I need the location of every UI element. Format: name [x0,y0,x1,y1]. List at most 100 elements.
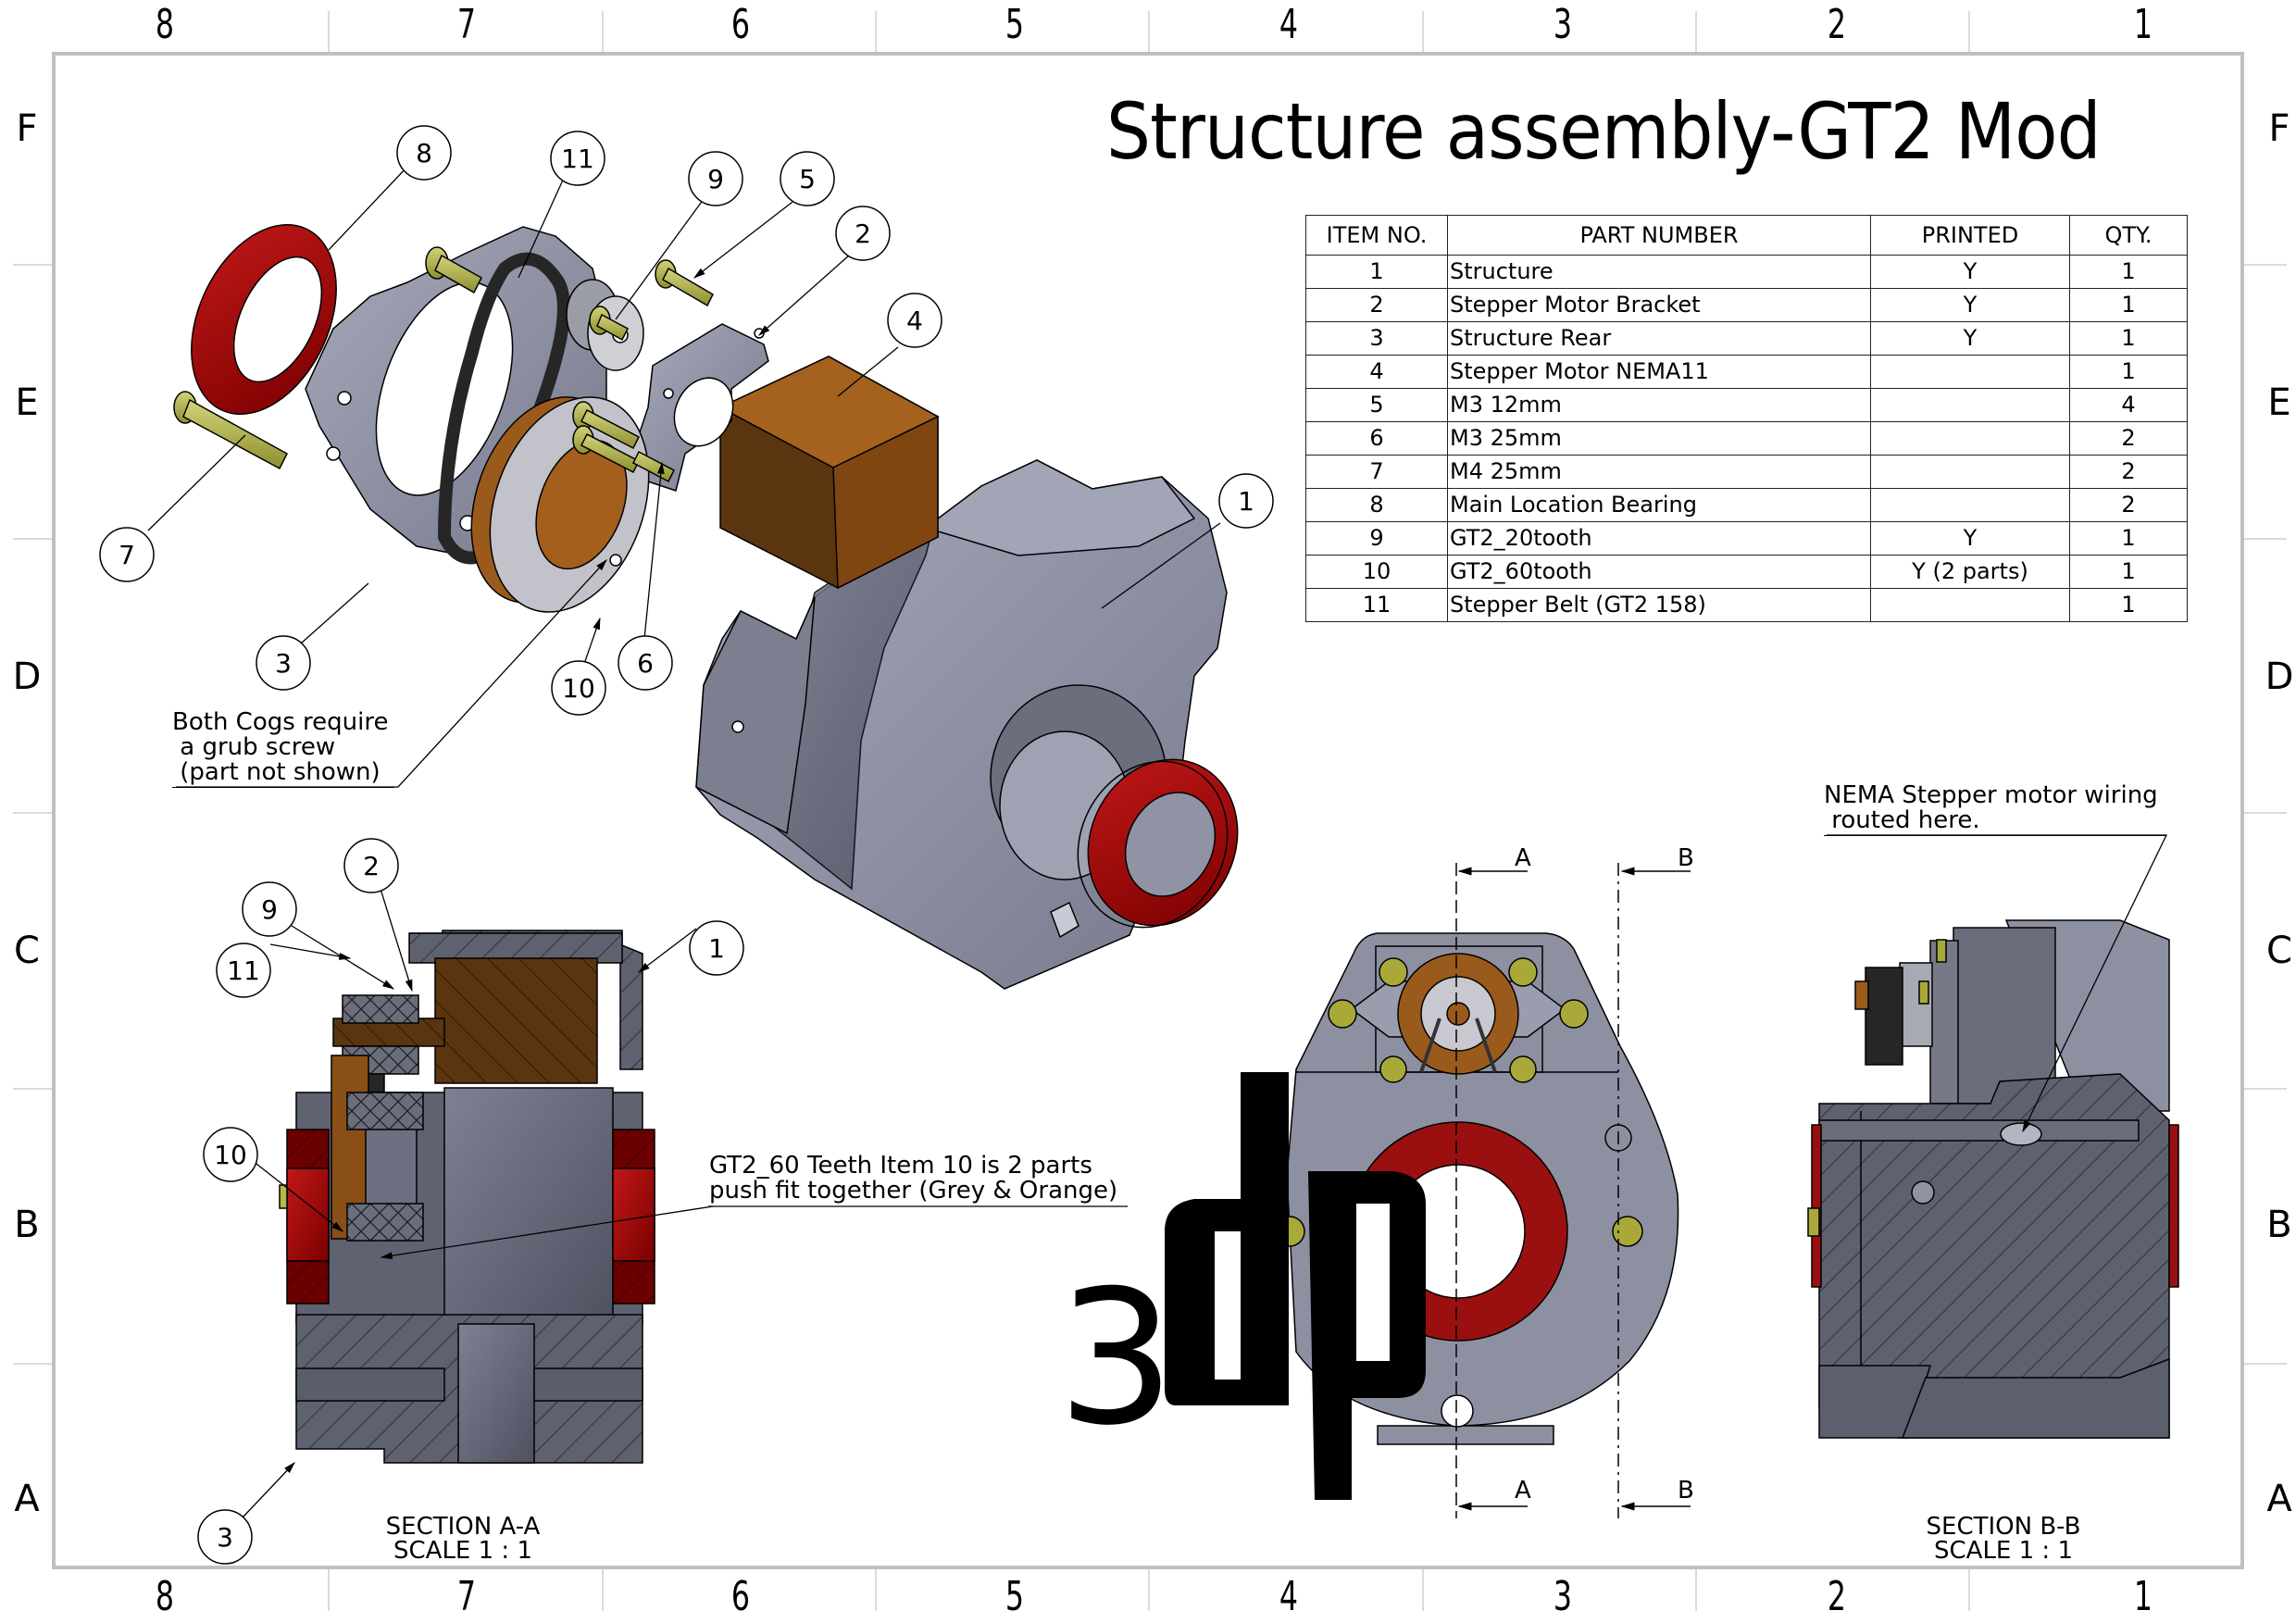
zone-col-top: 8 [155,1,175,48]
note-gt2-60: GT2_60 Teeth Item 10 is 2 parts push fit… [709,1152,1118,1205]
zone-row-right: F [2268,107,2290,150]
balloon: 11 [550,131,605,186]
bom-printed [1870,355,2070,389]
bom-printed [1870,455,2070,489]
part-bearing-front [1077,758,1239,929]
zone-col-top: 4 [1279,1,1299,48]
zone-row-left: B [14,1204,40,1246]
part-motor-bracket [638,323,769,492]
bom-item-no: 5 [1305,388,1448,422]
exploded-leaders [147,166,1221,788]
bom-printed [1870,588,2070,622]
section-b-label: SECTION B-B SCALE 1 : 1 [1865,1515,2142,1563]
svg-text:11: 11 [561,144,594,174]
bom-item-no: 1 [1305,255,1448,289]
svg-text:6: 6 [637,648,654,679]
zone-col-top: 7 [456,1,477,48]
bom-part-number: Structure [1447,255,1871,289]
section-lines [1455,863,1691,1518]
balloon: 9 [242,881,297,937]
bom-printed: Y [1870,288,2070,322]
bom-qty: 2 [2069,421,2188,456]
zone-row-left: D [12,655,42,698]
note-grub-screw: Both Cogs require a grub screw (part not… [172,708,389,786]
bom-header-row: ITEM NO. PART NUMBER PRINTED QTY. [1305,215,2188,256]
bom-qty: 1 [2069,588,2188,622]
zone-col-top: 5 [1004,1,1025,48]
section-a-leaders [242,888,714,1518]
bolt-m3 [589,306,629,342]
drawing-title: Structure assembly-GT2 Mod [1106,86,2102,177]
balloon: 9 [688,151,743,206]
balloon: 10 [551,660,606,716]
bom-item-no: 9 [1305,521,1448,556]
svg-text:3: 3 [275,648,292,679]
zone-row-right: C [2266,930,2292,972]
zone-col-bottom: 4 [1279,1573,1299,1620]
bom-printed: Y (2 parts) [1870,555,2070,589]
balloon: 6 [618,635,673,691]
zone-col-bottom: 7 [456,1573,477,1620]
balloon: 1 [689,920,744,976]
section-markers: A B A B [1515,844,1694,1504]
bom-qty: 2 [2069,488,2188,522]
bom-part-number: M3 12mm [1447,388,1871,422]
svg-text:3: 3 [217,1522,233,1553]
part-stepper-motor [690,356,940,590]
bom-qty: 1 [2069,255,2188,289]
section-a-view [279,930,655,1464]
svg-text:1: 1 [1238,486,1254,517]
bom-item-no: 4 [1305,355,1448,389]
zone-row-right: A [2266,1478,2292,1520]
bom-part-number: Stepper Belt (GT2 158) [1447,588,1871,622]
bolt-m4 [425,246,482,294]
balloon: 4 [887,293,942,348]
exploded-view [173,223,1239,990]
svg-text:2: 2 [363,851,380,881]
balloon: 3 [256,635,311,691]
bom-header-printed: PRINTED [1870,215,2070,256]
logo-3dp [1165,1072,1426,1500]
svg-text:2: 2 [855,218,871,249]
bom-printed: Y [1870,255,2070,289]
exploded-balloons: 8 11 9 5 2 4 1 7 3 10 6 [99,125,1274,716]
bom-header-item: ITEM NO. [1305,215,1448,256]
svg-text:1: 1 [708,933,725,964]
bom-header-qty: QTY. [2069,215,2188,256]
bolt-m3 [572,425,641,474]
balloon: 1 [1218,473,1274,529]
zone-row-right: E [2267,381,2291,424]
part-main-bearing [191,223,337,416]
bom-printed [1870,421,2070,456]
svg-text:10: 10 [562,673,595,704]
bom-part-number: Stepper Motor Bracket [1447,288,1871,322]
svg-text:4: 4 [906,306,923,336]
drawing-frame [13,11,2287,1611]
zone-col-bottom: 3 [1553,1573,1573,1620]
zone-row-left: C [14,930,40,972]
zone-col-bottom: 6 [730,1573,751,1620]
part-bolts [173,246,714,483]
balloon: 7 [99,527,155,582]
section-a-balloons: 2 9 11 1 10 3 [197,838,744,1565]
zone-row-left: E [15,381,39,424]
zone-col-bottom: 2 [1827,1573,1847,1620]
note-nema-wiring: NEMA Stepper motor wiring routed here. [1824,781,2158,834]
svg-text:5: 5 [799,164,816,194]
bolt-m3 [655,259,714,307]
bom-part-number: M4 25mm [1447,455,1871,489]
svg-text:9: 9 [707,164,724,194]
bolt-m4 [173,391,288,470]
zone-col-top: 3 [1553,1,1573,48]
bom-item-no: 10 [1305,555,1448,589]
bom-part-number: Structure Rear [1447,321,1871,356]
zone-col-top: 1 [2133,1,2153,48]
